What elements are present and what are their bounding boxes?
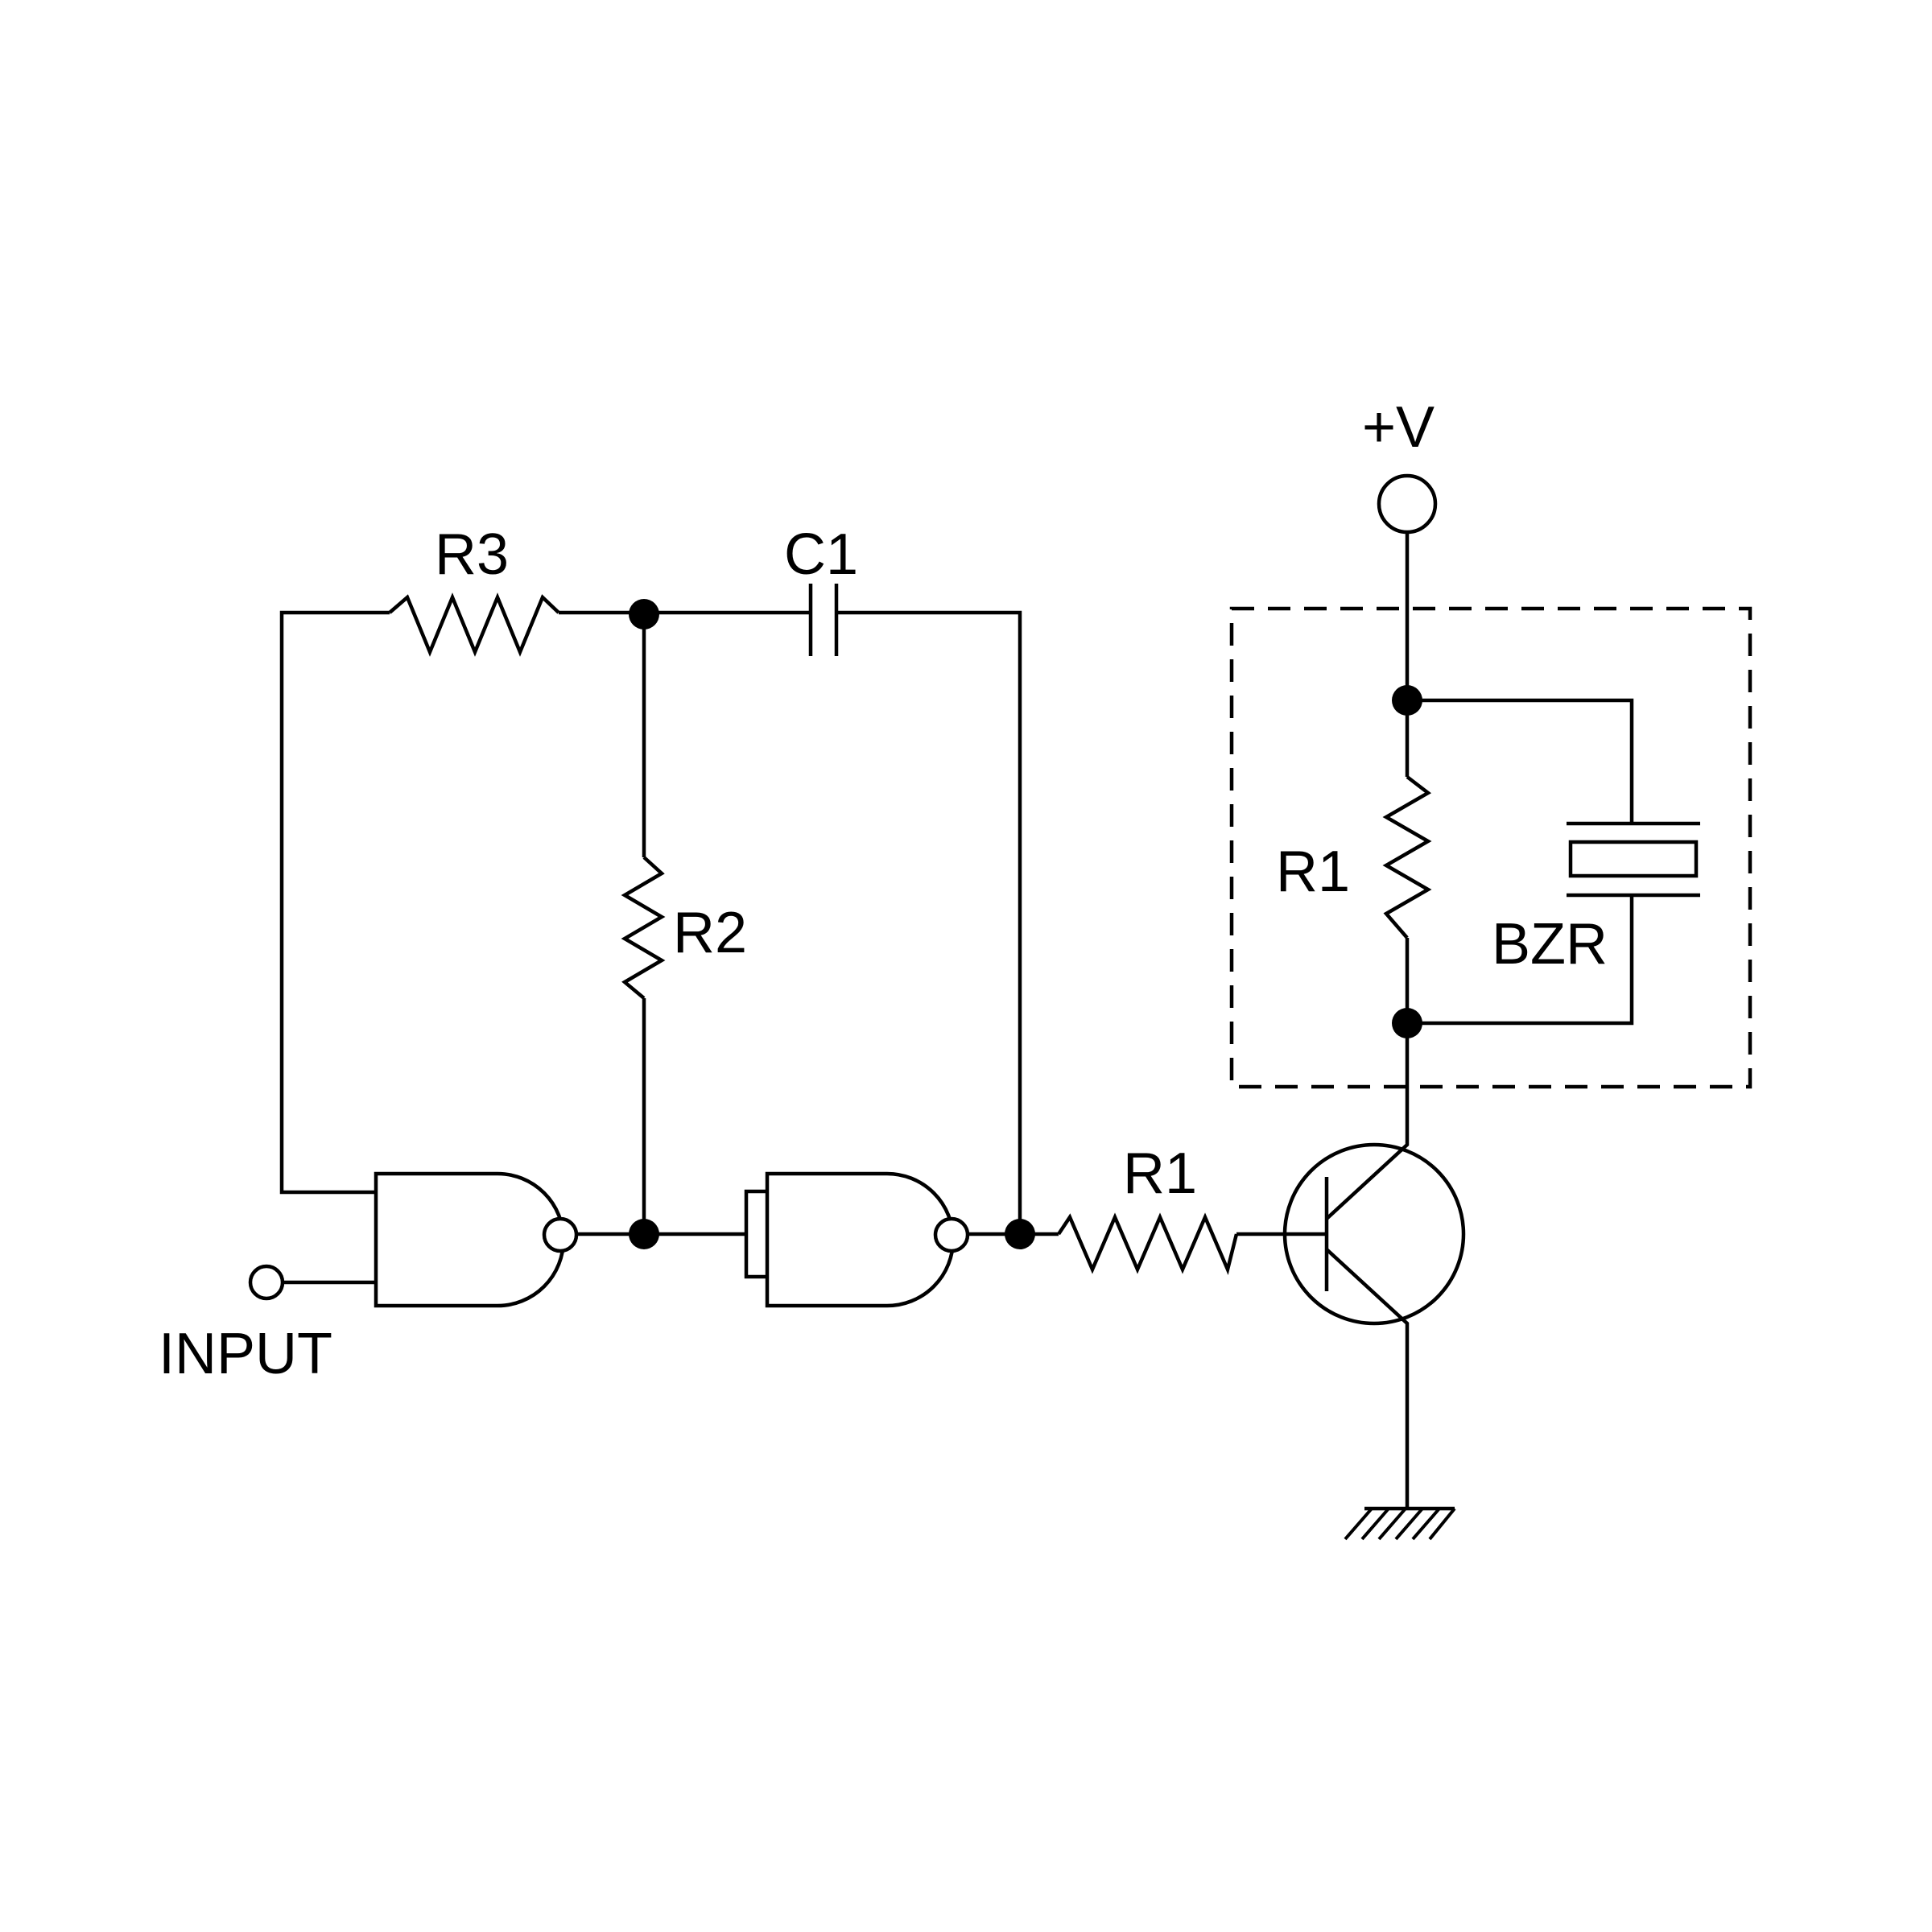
label-supply: +V	[1362, 395, 1435, 460]
nand-gate-2	[765, 1171, 956, 1308]
resistor-r3	[388, 592, 560, 657]
wire-feedback-left	[279, 610, 390, 1195]
label-r3: R3	[435, 522, 509, 587]
supply-terminal	[1377, 473, 1438, 535]
ground-hatch	[1344, 1507, 1456, 1541]
buzzer-bzr	[1567, 821, 1700, 898]
nand-gate-1	[374, 1171, 566, 1308]
junction-gate2-out	[1005, 1219, 1035, 1249]
junction-gate1-out	[629, 1219, 659, 1249]
label-input: INPUT	[159, 1322, 332, 1386]
wire-c1-to-output	[836, 610, 1022, 1232]
gate2-input-bracket	[744, 1189, 767, 1279]
resistor-r1-base	[1057, 1212, 1239, 1276]
input-terminal	[248, 1264, 285, 1301]
label-r1-load: R1	[1276, 840, 1350, 904]
wire-bzr-bottom	[1407, 895, 1634, 1026]
label-bzr: BZR	[1492, 912, 1608, 976]
buzzer-module-box	[1229, 606, 1752, 1089]
label-r1-base: R1	[1123, 1141, 1197, 1206]
nand-gate-2-bubble	[933, 1216, 970, 1253]
transistor-collector	[1325, 1029, 1410, 1220]
label-c1: C1	[784, 522, 858, 587]
wire-bzr-top	[1407, 698, 1634, 824]
junction-load-bottom	[1392, 1008, 1422, 1038]
nand-gate-1-bubble	[542, 1216, 579, 1253]
resistor-r2	[621, 856, 666, 1000]
transistor-q1	[1282, 1142, 1466, 1326]
junction-r3-r2-c1	[629, 599, 659, 630]
junction-load-top	[1392, 685, 1422, 716]
label-r2: R2	[673, 901, 747, 965]
capacitor-c1	[808, 584, 839, 656]
transistor-emitter	[1325, 1248, 1410, 1509]
resistor-r1-load	[1382, 775, 1432, 939]
